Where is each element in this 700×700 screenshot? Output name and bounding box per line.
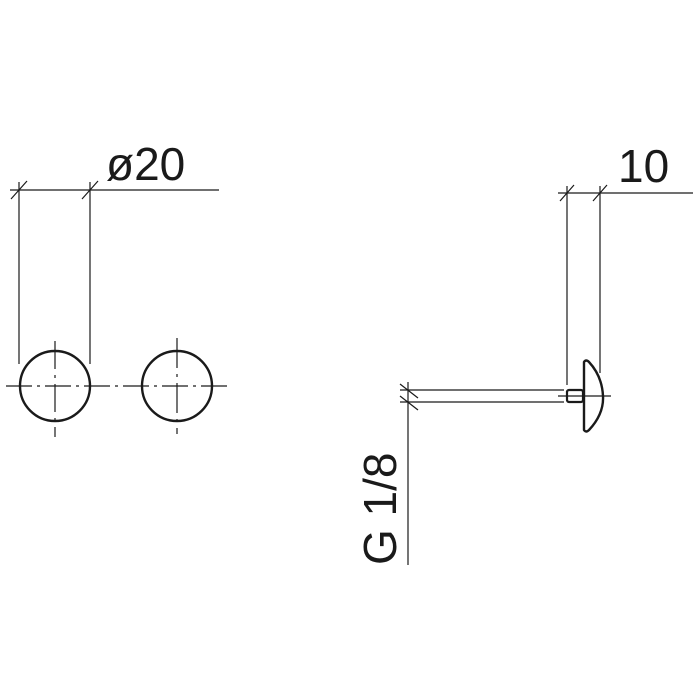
dimension-tick-right <box>81 180 99 200</box>
side-view <box>399 184 693 565</box>
front-view <box>6 180 228 437</box>
length-label: 10 <box>618 140 669 192</box>
diameter-label: ø20 <box>106 138 185 190</box>
dimension-tick-cap <box>592 184 608 202</box>
thread-tick-bottom <box>399 395 419 411</box>
dimension-tick-left <box>10 180 28 200</box>
thread-tick-top <box>399 383 419 399</box>
thread-label: G 1/8 <box>354 452 406 565</box>
dimension-tick-pin <box>559 184 575 202</box>
